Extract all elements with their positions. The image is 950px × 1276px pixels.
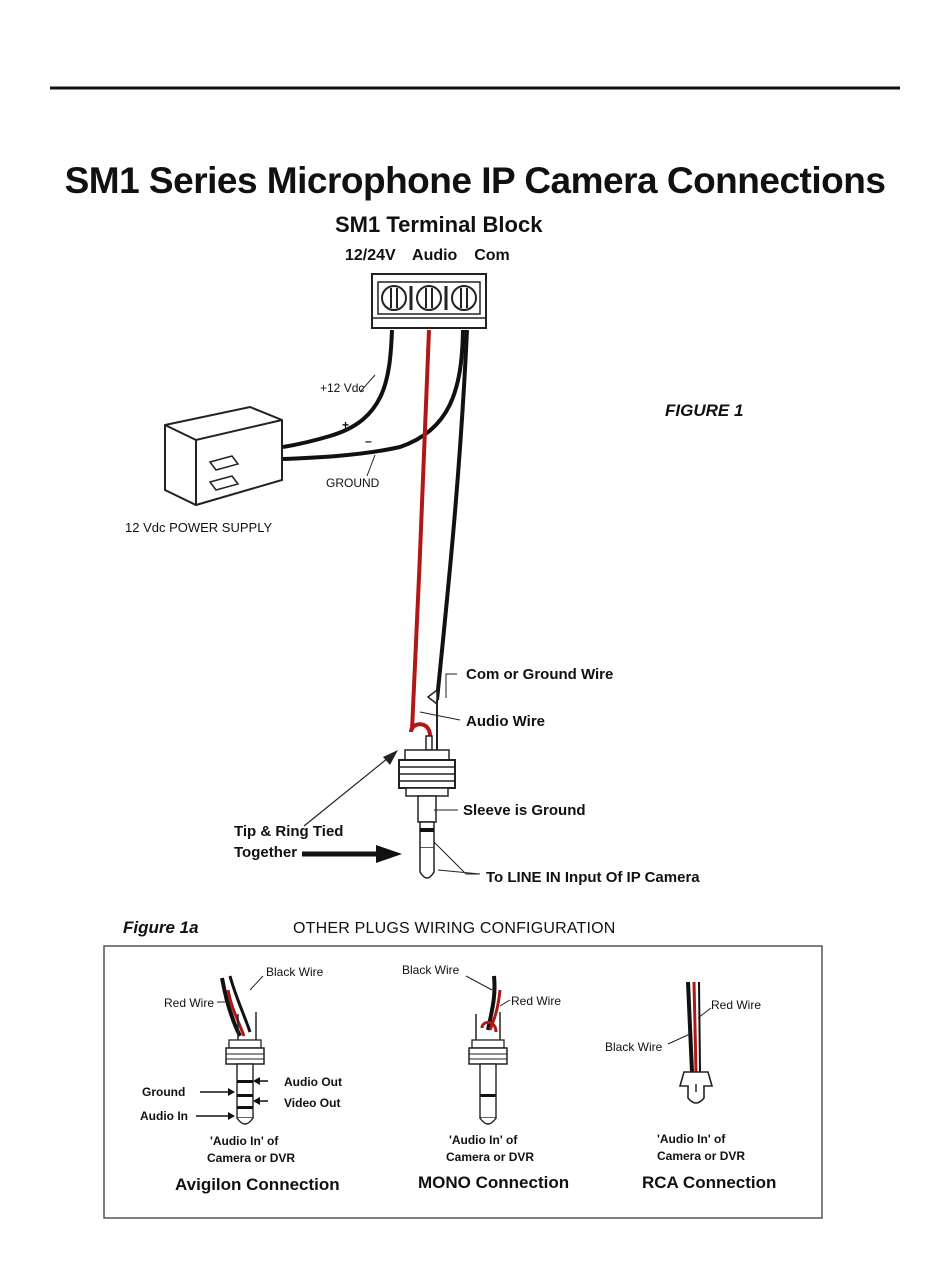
plus-label: +	[342, 418, 350, 432]
tip-ring-leader	[303, 757, 389, 827]
tip-ring-label-1: Tip & Ring Tied	[234, 823, 344, 840]
audio-jack	[398, 688, 456, 879]
audio-wire-label: Audio Wire	[466, 713, 546, 730]
leader-audio	[419, 711, 461, 721]
leader-com	[445, 673, 457, 698]
avig-video-out-label: Video Out	[284, 1096, 341, 1110]
sleeve-label: Sleeve is Ground	[463, 802, 586, 819]
plus12-label: +12 Vdc	[320, 381, 365, 395]
tip-ring-leader-head	[383, 750, 398, 765]
rca-black-wire-label: Black Wire	[605, 1040, 663, 1054]
com-wire-black	[435, 329, 469, 701]
figure1-label: FIGURE 1	[665, 401, 744, 420]
ground-label: GROUND	[326, 476, 380, 490]
leader-mono-black	[465, 975, 493, 991]
leader-rca-red	[697, 1007, 712, 1019]
rca-input-line2: Camera or DVR	[657, 1149, 746, 1163]
positive-wire	[282, 329, 394, 449]
terminal-screw-audio	[416, 285, 442, 311]
terminal-screw-12v	[381, 285, 407, 311]
avig-ground-label: Ground	[142, 1085, 186, 1099]
com-wire-label: Com or Ground Wire	[466, 666, 614, 683]
leader-rca-black	[667, 1033, 691, 1045]
rca-input-line1: 'Audio In' of	[657, 1132, 726, 1146]
leader-line-in	[433, 841, 481, 875]
audio-wire-red	[410, 329, 431, 731]
leader-mono-red	[499, 999, 511, 1007]
avig-black-wire-label: Black Wire	[266, 965, 324, 979]
terminal-block-title: SM1 Terminal Block	[335, 212, 543, 237]
rca-plug	[678, 981, 714, 1104]
terminal-labels: 12/24V Audio Com	[345, 247, 510, 264]
figure1a-label: Figure 1a	[123, 918, 199, 937]
avig-input-line1: 'Audio In' of	[210, 1134, 279, 1148]
power-supply-label: 12 Vdc POWER SUPPLY	[125, 520, 273, 535]
mono-input-line2: Camera or DVR	[446, 1150, 535, 1164]
avig-audio-out-label: Audio Out	[284, 1075, 342, 1089]
power-supply	[164, 405, 283, 507]
tip-ring-label-2: Together	[234, 844, 298, 861]
mono-red-wire-label: Red Wire	[511, 994, 562, 1008]
figure1a-heading: OTHER PLUGS WIRING CONFIGURATION	[293, 920, 616, 937]
avigilon-connection-title: Avigilon Connection	[175, 1175, 340, 1194]
leader-avig-black	[249, 975, 264, 991]
avig-red-wire-label: Red Wire	[164, 996, 215, 1010]
together-arrow-head	[376, 845, 402, 863]
avig-audio-in-label: Audio In	[140, 1109, 188, 1123]
leader-plus12	[359, 374, 376, 393]
mono-black-wire-label: Black Wire	[402, 963, 460, 977]
rca-connection-title: RCA Connection	[642, 1173, 777, 1192]
rca-red-wire-label: Red Wire	[711, 998, 762, 1012]
line-in-label: To LINE IN Input Of IP Camera	[486, 869, 700, 886]
terminal-screw-com	[451, 285, 477, 311]
avigilon-plug	[220, 975, 265, 1125]
avig-input-line2: Camera or DVR	[207, 1151, 296, 1165]
page-title: SM1 Series Microphone IP Camera Connecti…	[64, 160, 886, 201]
leader-ground	[366, 454, 376, 477]
ground-wire-psu	[282, 329, 465, 461]
terminal-block	[371, 273, 487, 329]
mono-input-line1: 'Audio In' of	[449, 1133, 518, 1147]
figure1a-box	[103, 945, 823, 1219]
minus-label: –	[365, 434, 372, 448]
mono-connection-title: MONO Connection	[418, 1173, 570, 1192]
mono-plug	[468, 975, 508, 1125]
